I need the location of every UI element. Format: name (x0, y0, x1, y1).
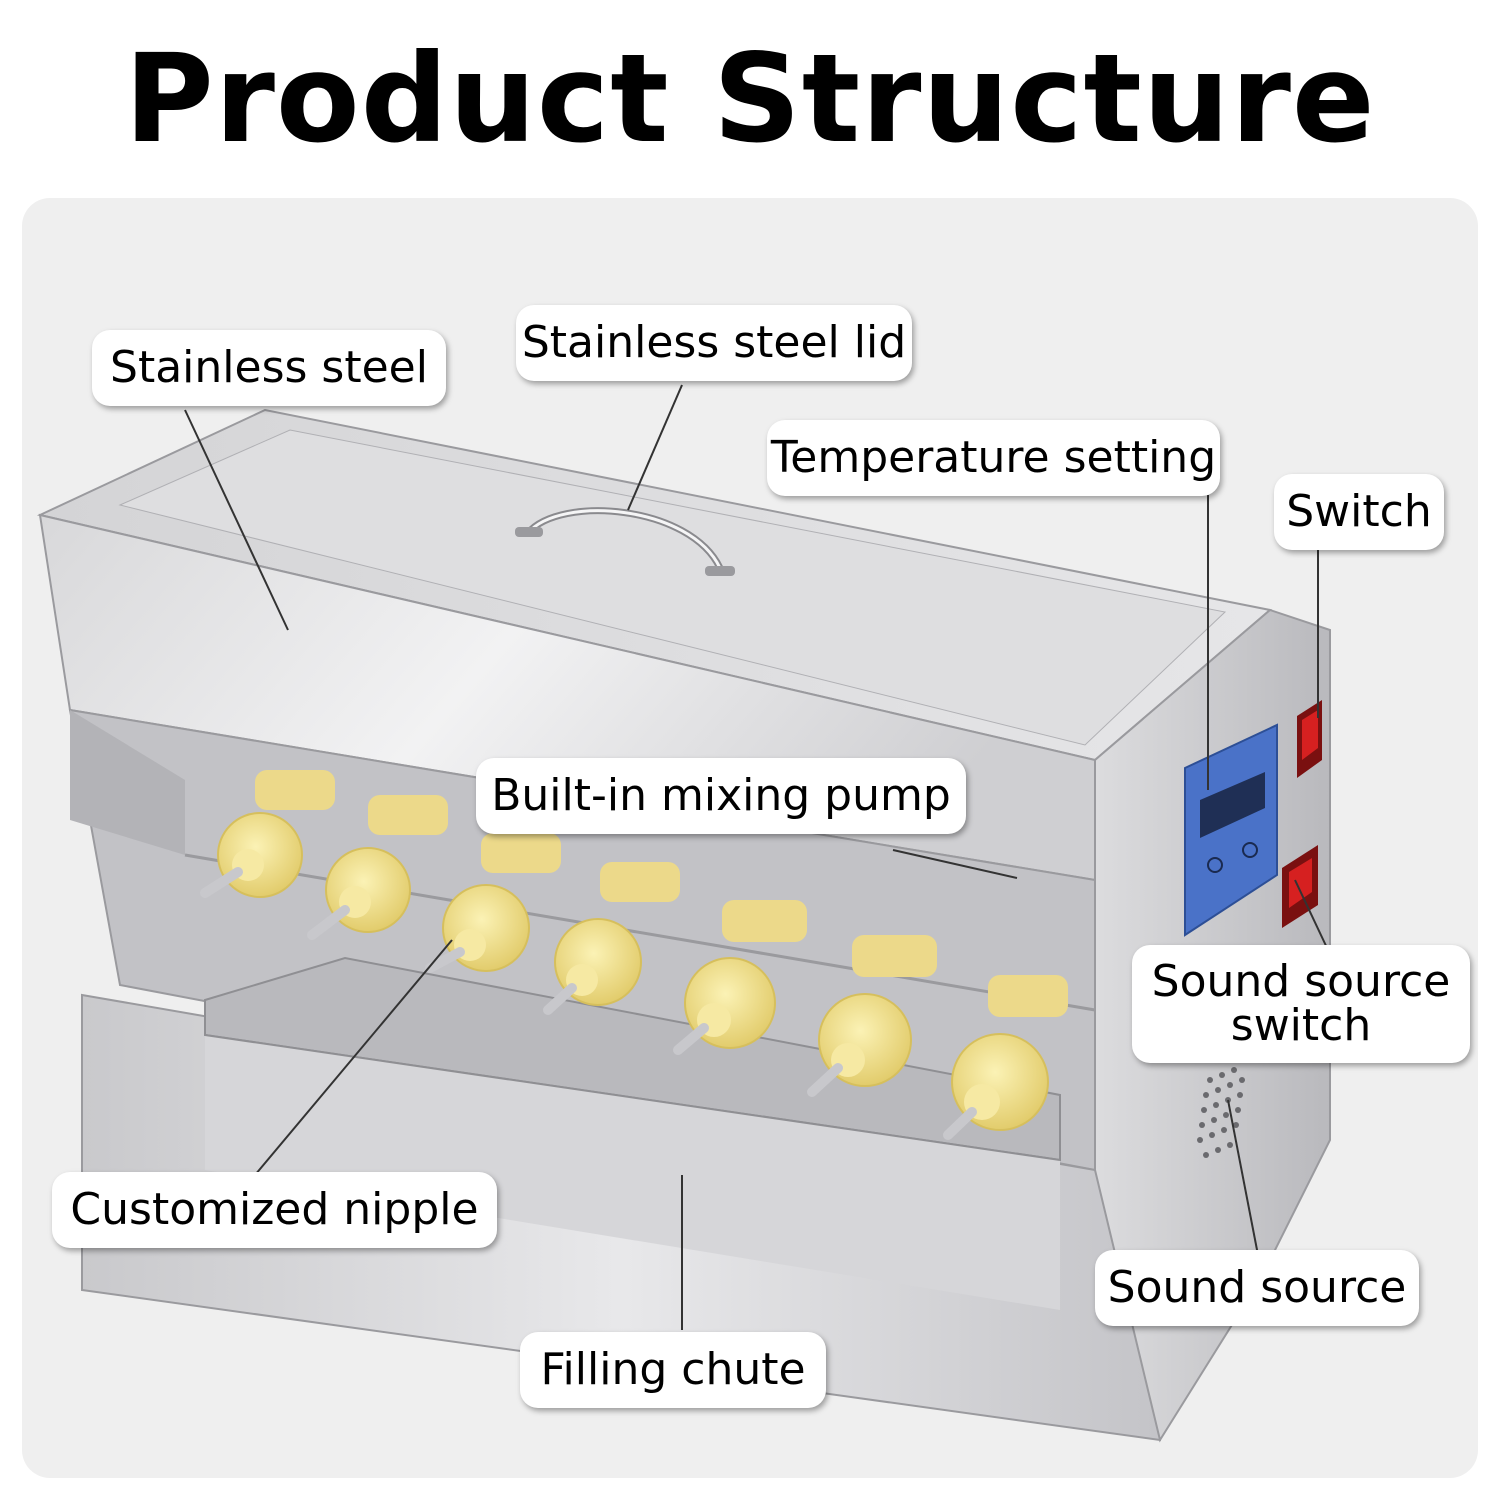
label-stainless-steel: Stainless steel (92, 330, 446, 406)
label-switch: Switch (1274, 474, 1444, 550)
power-switch (1297, 700, 1322, 778)
label-stainless-steel-lid: Stainless steel lid (516, 305, 912, 381)
label-temperature-setting: Temperature setting (767, 420, 1220, 496)
lid-inner (118, 429, 1227, 746)
nipples (200, 812, 1049, 1140)
leader-lines (184, 384, 1329, 1330)
filling-chute (204, 956, 1061, 1162)
page-title: Product Structure (124, 28, 1376, 170)
label-sound-source-switch-line2: switch (1230, 1000, 1372, 1051)
label-filling-chute: Filling chute (520, 1332, 826, 1408)
sound-switch (1282, 845, 1318, 928)
label-sound-source-switch: Sound source switch (1132, 945, 1470, 1063)
back-bottles (255, 770, 1068, 1017)
label-customized-nipple: Customized nipple (52, 1172, 497, 1248)
label-sound-source: Sound source (1095, 1250, 1419, 1326)
label-sound-source-switch-line1: Sound source (1151, 956, 1451, 1007)
label-built-in-mixing-pump: Built-in mixing pump (476, 758, 966, 834)
